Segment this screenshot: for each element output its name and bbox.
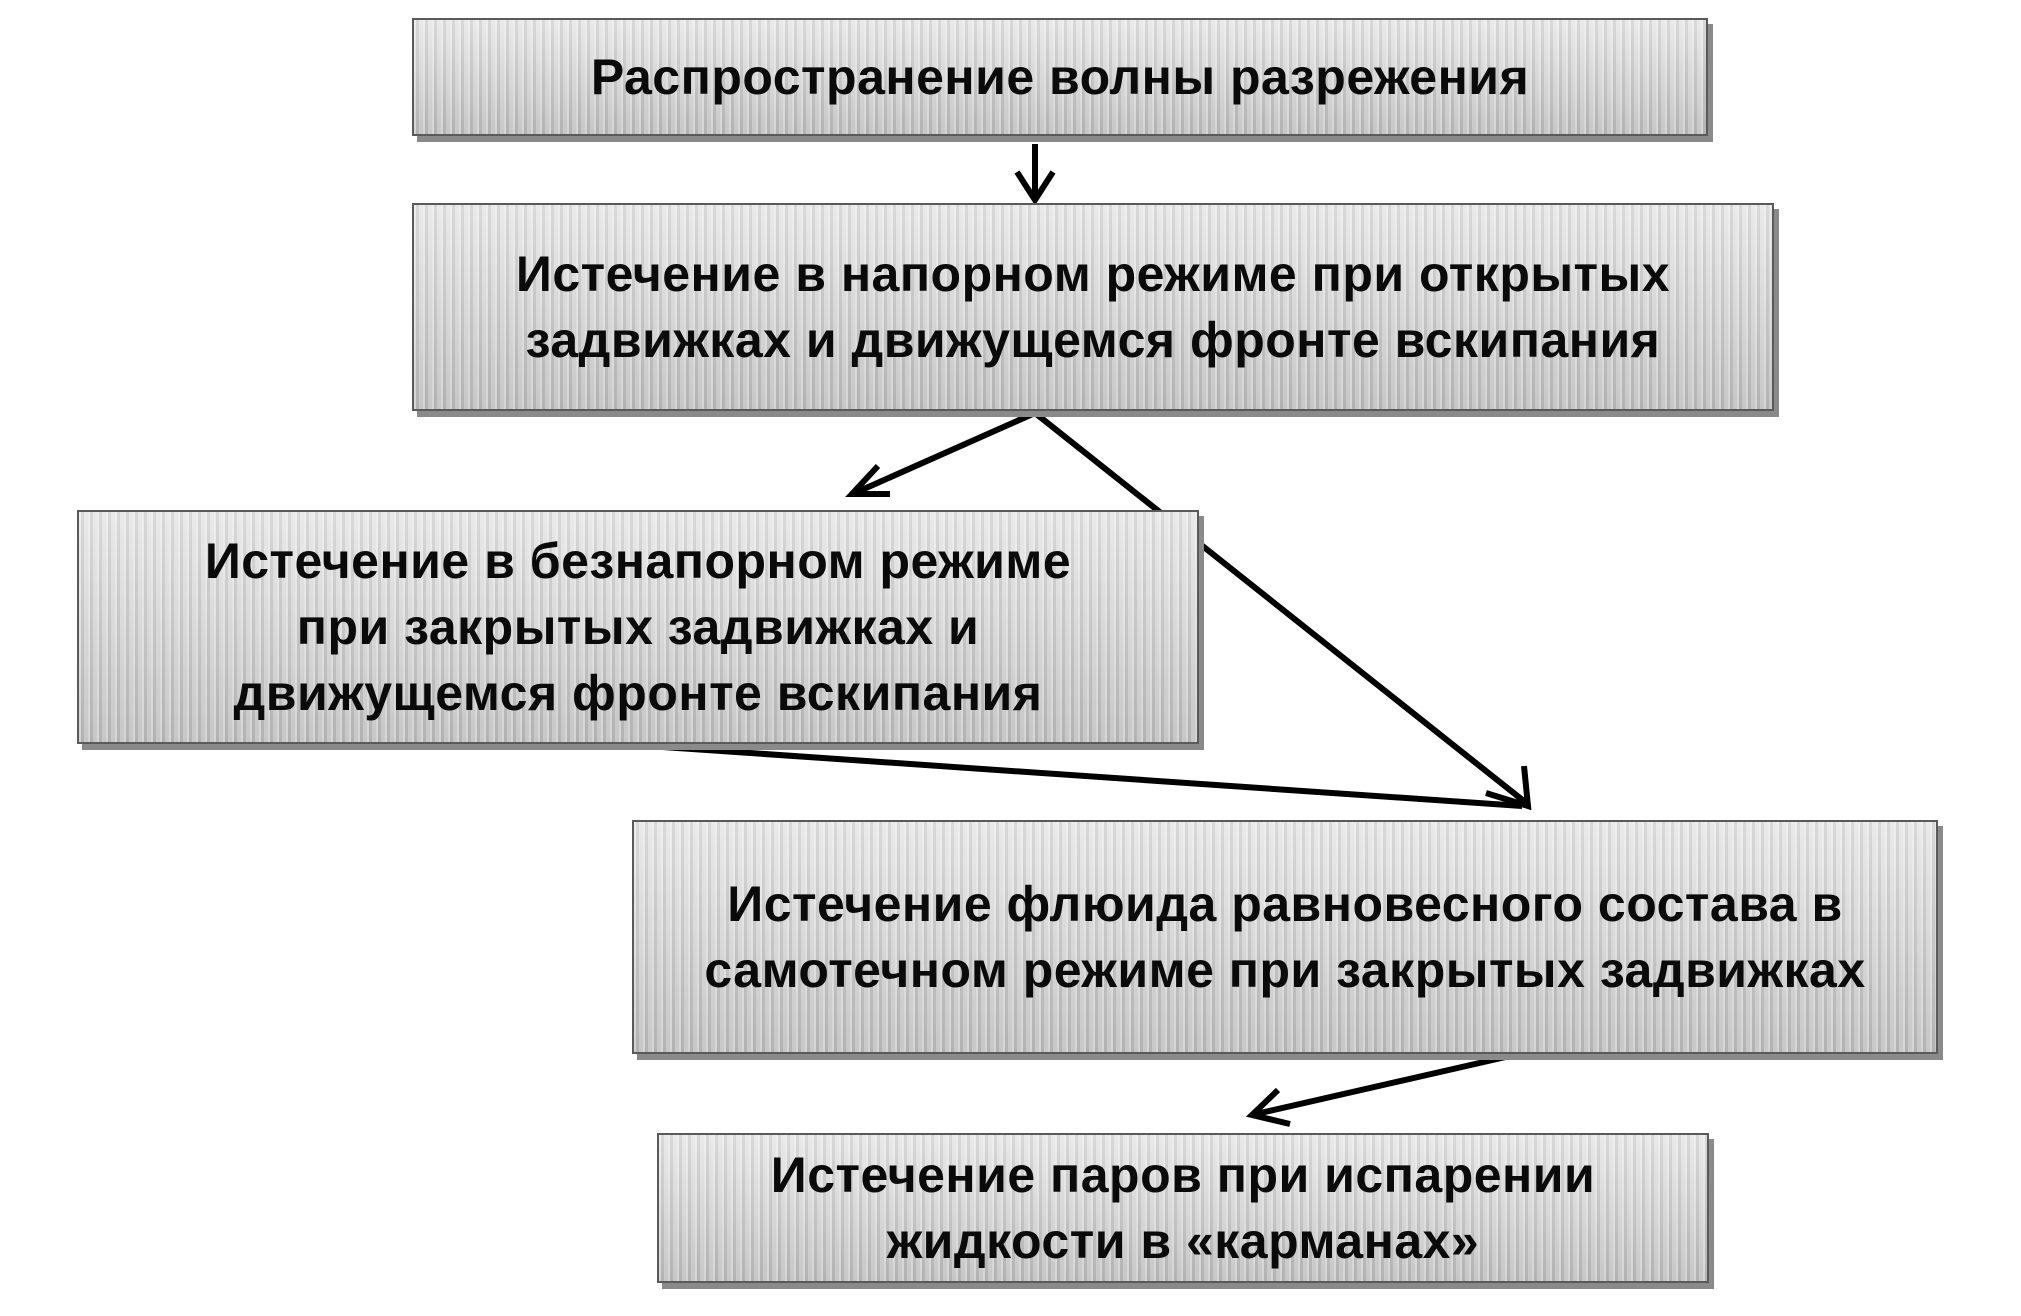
node-gravity-flow-closed-valves: Истечение в безнапорном режиме при закры… xyxy=(77,510,1199,744)
node-equilibrium-fluid-flow-label: Истечение флюида равновесного состава в … xyxy=(704,876,1866,998)
arrow-n4-n5 xyxy=(1245,1053,1511,1127)
arrow-n1-n2 xyxy=(1014,144,1056,206)
node-equilibrium-fluid-flow: Истечение флюида равновесного состава в … xyxy=(632,820,1938,1054)
node-rarefaction-wave: Распространение волны разрежения xyxy=(412,18,1708,136)
node-pressure-flow-open-valves: Истечение в напорном режиме при открытых… xyxy=(412,203,1774,411)
node-rarefaction-wave-label: Распространение волны разрежения xyxy=(590,49,1530,105)
node-vapor-outflow-pockets: Истечение паров при испарении жидкости в… xyxy=(657,1133,1709,1283)
node-vapor-outflow-pockets-label: Истечение паров при испарении жидкости в… xyxy=(770,1147,1596,1269)
node-pressure-flow-open-valves-label: Истечение в напорном режиме при открытых… xyxy=(515,246,1671,368)
arrow-n2-n3 xyxy=(845,410,1037,497)
arrow-n3-n4 xyxy=(589,739,1523,809)
node-gravity-flow-closed-valves-label: Истечение в безнапорном режиме при закры… xyxy=(204,533,1072,721)
